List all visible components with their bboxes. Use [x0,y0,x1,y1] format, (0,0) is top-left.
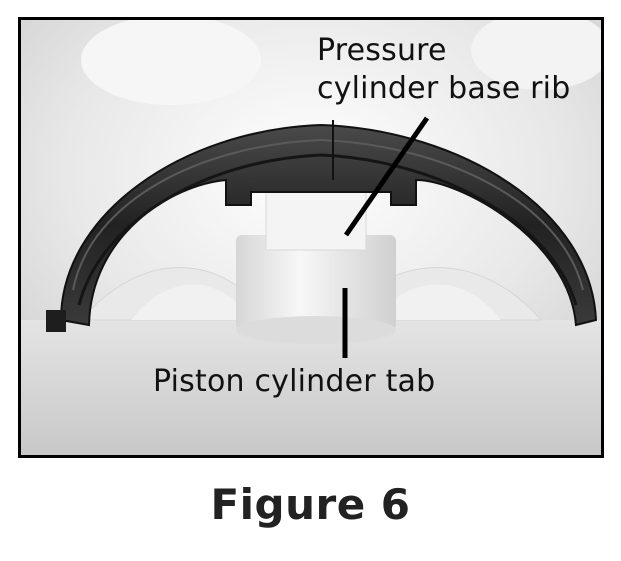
cylinder-base-rib [265,189,367,251]
piston-cylinder [236,235,396,330]
callout-cylinder-base-rib: cylinder base rib [317,71,571,106]
photo-illustration [21,20,601,455]
callout-pressure: Pressure [317,33,447,68]
callout-piston-cylinder-tab: Piston cylinder tab [153,364,436,399]
background-highlight [81,20,261,105]
background-highlight [471,20,601,90]
figure-caption: Figure 6 [210,480,411,529]
figure-photo: Pressure cylinder base rib Piston cylind… [18,17,604,458]
leader-line-base-rib [343,116,430,237]
pressure-cylinder-ring [59,123,598,327]
